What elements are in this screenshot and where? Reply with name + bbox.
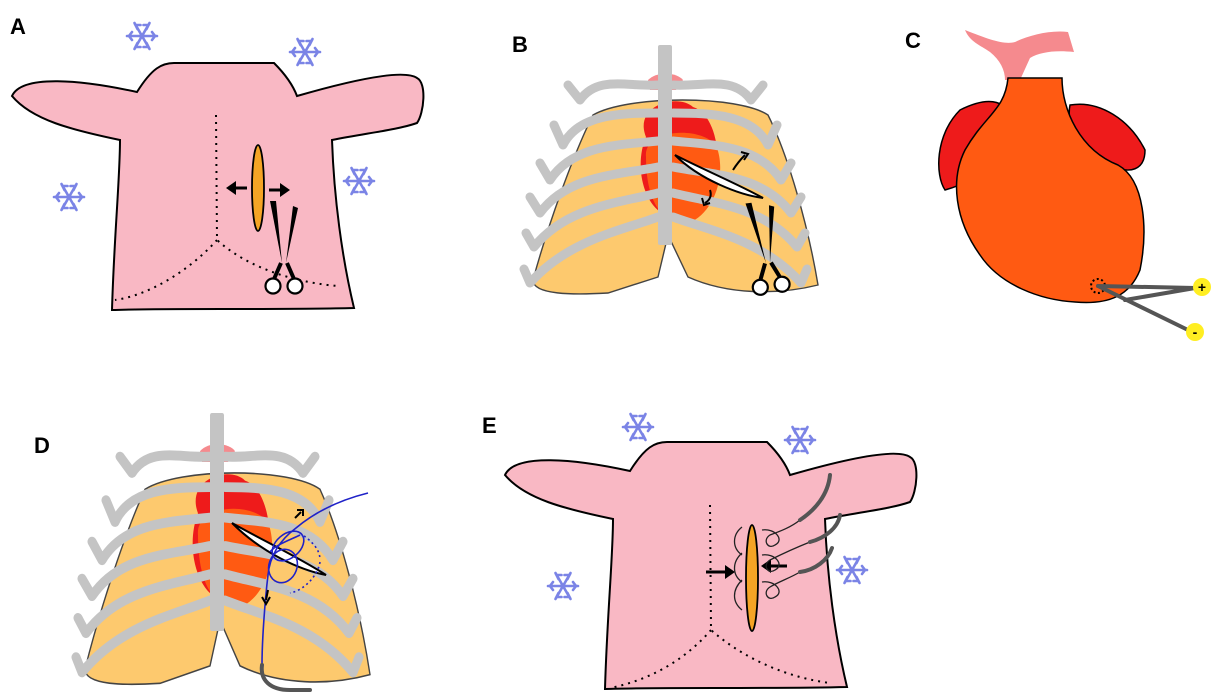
panel-label-d: D	[34, 433, 50, 458]
rib-cage-b	[524, 45, 818, 294]
panel-label-e: E	[482, 413, 497, 438]
aortic-arch	[965, 30, 1074, 80]
snowflake-icon-e4	[837, 557, 867, 583]
snowflake-icon-e3	[548, 573, 578, 599]
incision-a	[252, 145, 264, 231]
snowflake-icon-a3	[54, 184, 84, 210]
snowflake-icon-e2	[785, 427, 815, 453]
snowflake-icon-a4	[344, 168, 374, 194]
panel-b: B	[512, 32, 818, 296]
panel-a: A	[10, 14, 423, 310]
panel-d: D	[34, 413, 370, 690]
rib-cage-d	[76, 413, 370, 684]
electrode-plus: +	[1198, 279, 1206, 295]
panel-label-a: A	[10, 14, 26, 39]
snowflake-icon-a2	[290, 39, 320, 65]
snowflake-icon-a1	[127, 23, 157, 49]
panel-label-b: B	[512, 32, 528, 57]
snowflake-icon-e1	[623, 414, 653, 440]
electrode-minus: -	[1193, 324, 1198, 340]
panel-e: E	[482, 413, 916, 689]
incision-e	[746, 525, 758, 631]
panel-c: C + -	[905, 28, 1211, 341]
panel-label-c: C	[905, 28, 921, 53]
pacing-electrode-icon: + -	[1098, 278, 1211, 341]
